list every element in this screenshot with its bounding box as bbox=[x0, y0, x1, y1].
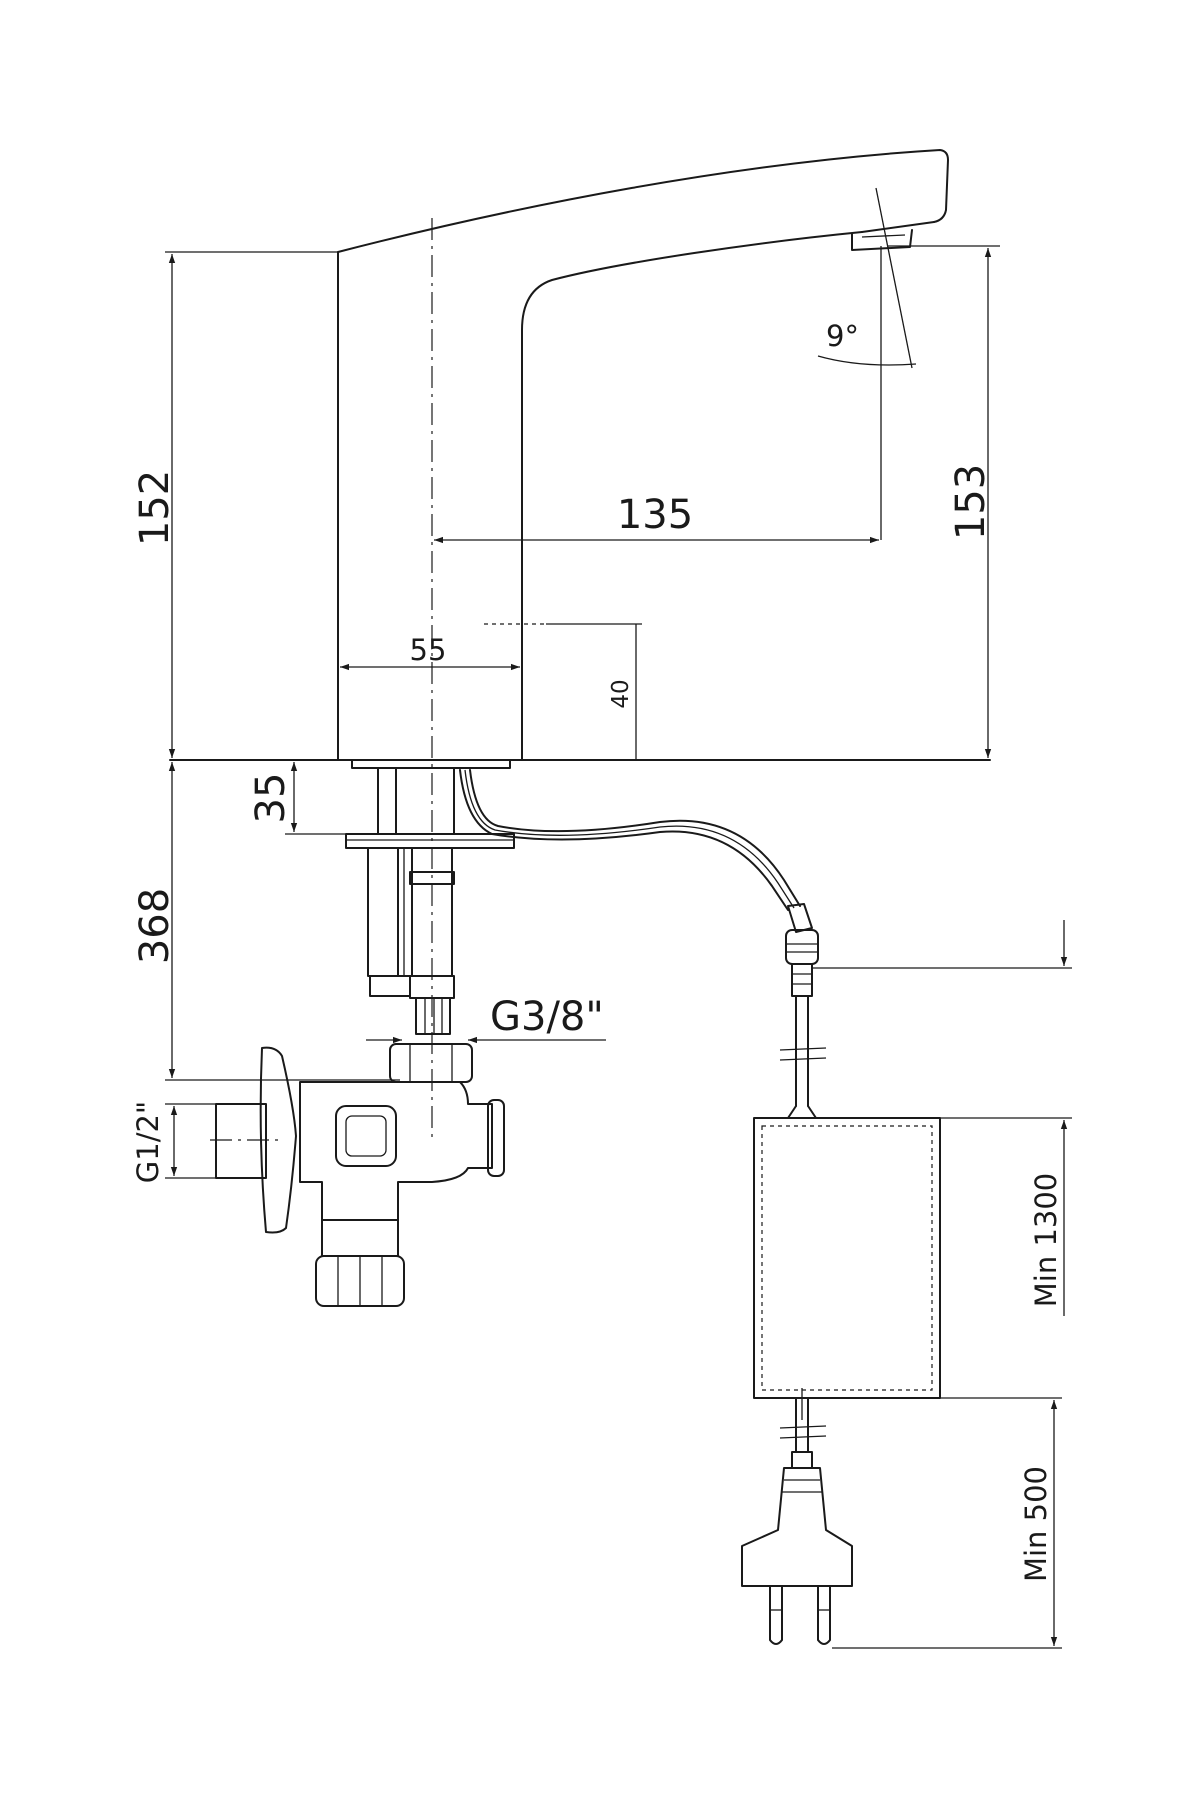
dim-height-outlet-label: 153 bbox=[948, 464, 994, 540]
angle-valve bbox=[210, 1043, 505, 1307]
dim-height-body-label: 152 bbox=[132, 470, 178, 546]
dim-shank-length-label: 35 bbox=[248, 773, 294, 824]
dim-supply-length: 368 bbox=[132, 762, 400, 1081]
dim-base-width: 55 bbox=[340, 633, 520, 671]
power-supply-box bbox=[753, 1117, 941, 1399]
dim-plug-cable-min: Min 500 bbox=[832, 1397, 1062, 1649]
dim-wall-thread-label: G1/2" bbox=[131, 1101, 165, 1183]
dim-height-body: 152 bbox=[132, 251, 338, 758]
faucet-body bbox=[169, 149, 991, 769]
dim-supply-thread: G3/8" bbox=[366, 994, 606, 1044]
dim-supply-length-label: 368 bbox=[132, 888, 178, 964]
spout-angle-label: 9° bbox=[826, 319, 859, 353]
mounting-shank bbox=[345, 767, 515, 1035]
dim-base-width-label: 55 bbox=[410, 633, 447, 667]
dim-plug-cable-min-label: Min 500 bbox=[1019, 1466, 1053, 1582]
dim-cable-min-label: Min 1300 bbox=[1029, 1173, 1063, 1307]
spout-angle-marker: 9° bbox=[817, 187, 917, 540]
dim-sensor-height-label: 40 bbox=[608, 679, 634, 708]
power-plug bbox=[741, 1388, 853, 1645]
dim-height-outlet: 153 bbox=[888, 245, 1000, 758]
dim-supply-thread-label: G3/8" bbox=[490, 994, 604, 1040]
dim-shank-length: 35 bbox=[248, 762, 346, 835]
sensor-cable bbox=[459, 769, 827, 1119]
dim-wall-thread: G1/2" bbox=[131, 1101, 216, 1183]
dim-cable-min: Min 1300 bbox=[812, 920, 1072, 1316]
dim-spout-reach: 135 bbox=[434, 492, 879, 544]
dim-spout-reach-label: 135 bbox=[617, 492, 693, 538]
dim-sensor-height: 40 bbox=[484, 623, 642, 760]
